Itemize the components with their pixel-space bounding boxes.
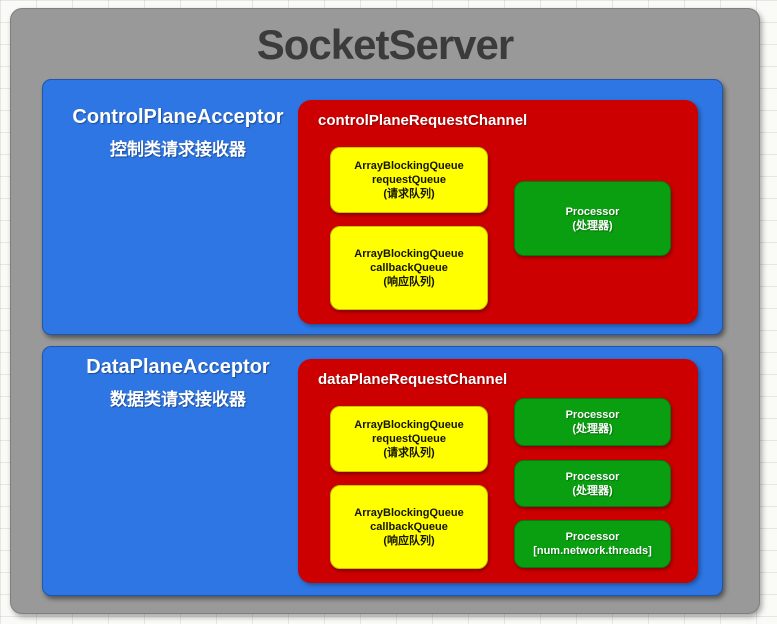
queue-field-name: callbackQueue (370, 521, 448, 533)
control-processor-box: Processor (处理器) (514, 181, 671, 256)
processor-title: Processor (565, 205, 620, 218)
processor-subtitle: (处理器) (572, 423, 613, 435)
queue-field-name: requestQueue (372, 174, 446, 186)
data-request-queue-box: ArrayBlockingQueue requestQueue (请求队列) (330, 406, 488, 472)
data-plane-acceptor-title: DataPlaneAcceptor (86, 356, 270, 378)
data-processor-box-1: Processor (处理器) (514, 398, 671, 446)
control-plane-acceptor-subtitle: 控制类请求接收器 (110, 140, 246, 159)
queue-label-zh: (请求队列) (383, 447, 435, 459)
data-plane-acceptor-box: DataPlaneAcceptor 数据类请求接收器 dataPlaneRequ… (42, 346, 723, 596)
data-plane-acceptor-subtitle: 数据类请求接收器 (110, 390, 246, 409)
data-plane-request-channel-box: dataPlaneRequestChannel ArrayBlockingQue… (298, 359, 698, 583)
data-plane-request-channel-title: dataPlaneRequestChannel (318, 371, 508, 388)
control-request-queue-box: ArrayBlockingQueue requestQueue (请求队列) (330, 147, 488, 213)
control-callback-queue-box: ArrayBlockingQueue callbackQueue (响应队列) (330, 226, 488, 310)
queue-label-zh: (请求队列) (383, 188, 435, 200)
data-processor-box-3: Processor [num.network.threads] (514, 520, 671, 568)
control-plane-request-channel-box: controlPlaneRequestChannel ArrayBlocking… (298, 100, 698, 324)
processor-subtitle: (处理器) (572, 219, 613, 232)
processor-title: Processor (565, 470, 620, 483)
data-processor-box-2: Processor (处理器) (514, 460, 671, 507)
control-plane-acceptor-title: ControlPlaneAcceptor (72, 106, 284, 128)
queue-label-zh: (响应队列) (383, 276, 435, 288)
queue-label-zh: (响应队列) (383, 535, 435, 547)
socket-server-container: SocketServer ControlPlaneAcceptor 控制类请求接… (10, 8, 760, 614)
queue-class-name: ArrayBlockingQueue (354, 160, 464, 172)
queue-field-name: requestQueue (372, 433, 446, 445)
processor-subtitle: (处理器) (572, 484, 613, 497)
queue-field-name: callbackQueue (370, 262, 448, 274)
processor-subtitle: [num.network.threads] (533, 545, 652, 557)
processor-title: Processor (565, 409, 620, 421)
control-plane-acceptor-box: ControlPlaneAcceptor 控制类请求接收器 controlPla… (42, 79, 723, 335)
data-plane-acceptor-label: DataPlaneAcceptor 数据类请求接收器 (55, 356, 301, 410)
queue-class-name: ArrayBlockingQueue (354, 507, 464, 519)
queue-class-name: ArrayBlockingQueue (354, 419, 464, 431)
diagram-title: SocketServer (256, 21, 515, 68)
data-callback-queue-box: ArrayBlockingQueue callbackQueue (响应队列) (330, 485, 488, 569)
queue-class-name: ArrayBlockingQueue (354, 248, 464, 260)
control-plane-acceptor-label: ControlPlaneAcceptor 控制类请求接收器 (55, 106, 301, 160)
processor-title: Processor (565, 531, 620, 543)
control-plane-request-channel-title: controlPlaneRequestChannel (318, 112, 528, 129)
